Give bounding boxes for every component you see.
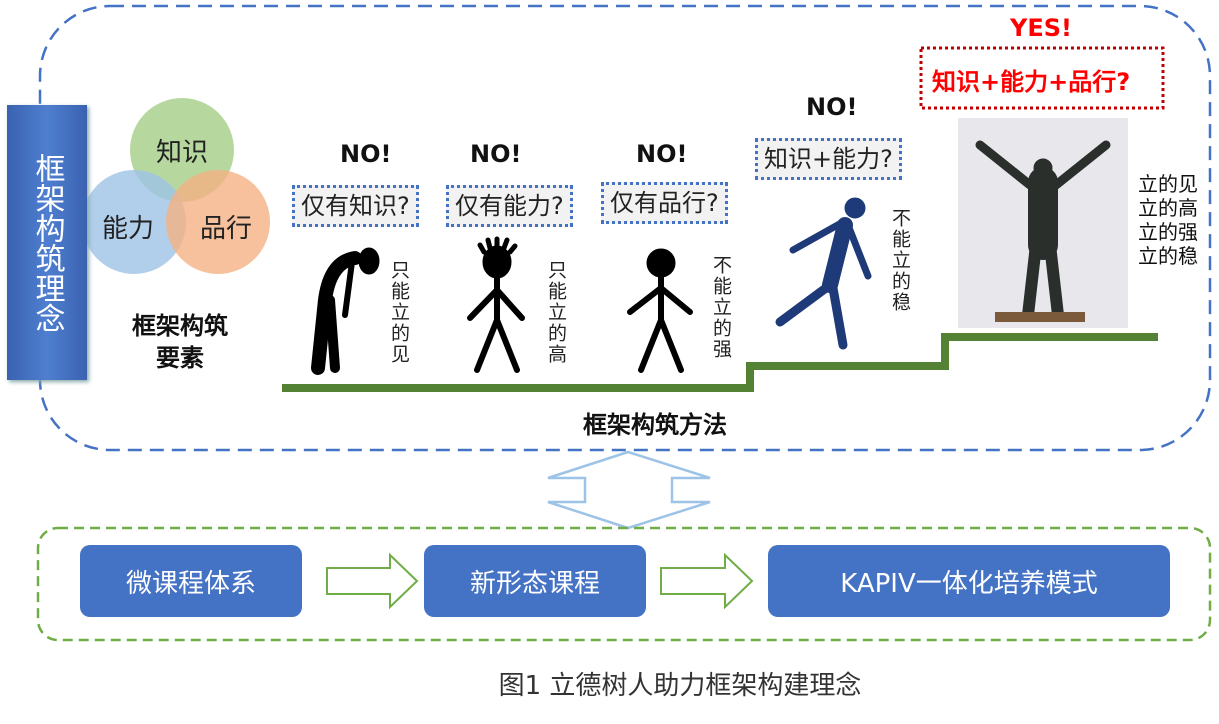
verdict-3: NO! <box>636 140 688 168</box>
final-dotted-box <box>919 46 1165 110</box>
verdict-4: NO! <box>806 93 858 121</box>
result-2: 只能立的高 <box>545 260 567 365</box>
verdict-1: NO! <box>340 140 392 168</box>
flow-box-micro-course: 微课程体系 <box>80 545 302 617</box>
method-label: 框架构筑方法 <box>583 411 727 439</box>
flow-box-new-course: 新形态课程 <box>424 545 646 617</box>
figure-caption: 图1 立德树人助力框架构建理念 <box>498 671 862 701</box>
figure-spiky-hair-icon <box>467 236 525 373</box>
question-box-4: 知识+能力? <box>755 138 902 180</box>
stairs <box>282 333 1158 392</box>
question-box-1: 仅有知识? <box>292 185 419 227</box>
final-result: 立的见 <box>1138 172 1198 196</box>
figure-walking-icon <box>775 197 872 350</box>
final-result: 立的稳 <box>1138 244 1198 268</box>
double-arrow-icon <box>547 450 711 530</box>
result-4: 不能立的稳 <box>889 208 911 313</box>
result-3: 不能立的强 <box>710 255 732 360</box>
venn-label-knowledge: 知识 <box>156 138 209 168</box>
final-result: 立的高 <box>1138 196 1198 220</box>
statue-icon <box>975 140 1111 322</box>
final-verdict: YES! <box>1010 14 1073 42</box>
final-result: 立的强 <box>1138 220 1198 244</box>
final-results: 立的见 立的高 立的强 立的稳 <box>1138 172 1198 268</box>
question-box-3: 仅有品行? <box>601 182 728 224</box>
side-title: 框架构筑理念 <box>7 105 87 380</box>
flow-arrow-icon <box>326 552 419 610</box>
flow-arrow-icon <box>660 552 754 610</box>
result-1: 只能立的见 <box>388 260 410 365</box>
question-box-2: 仅有能力? <box>446 185 573 227</box>
venn-circle-character <box>166 170 270 274</box>
venn-label-ability: 能力 <box>102 214 155 244</box>
verdict-2: NO! <box>470 140 522 168</box>
elements-label: 框架构筑 要素 <box>115 310 245 374</box>
venn-circle-ability <box>82 170 186 274</box>
final-question: 知识+能力+品行? <box>932 68 1131 96</box>
practice-dashed-border <box>36 526 1212 642</box>
figure-bent-icon <box>311 247 380 375</box>
elements-label-line: 要素 <box>156 344 204 372</box>
figure-stick-icon <box>627 248 693 373</box>
elements-label-line: 框架构筑 <box>132 312 228 340</box>
flow-box-kapiv-model: KAPIV一体化培养模式 <box>768 545 1170 617</box>
venn-label-character: 品行 <box>200 214 253 244</box>
